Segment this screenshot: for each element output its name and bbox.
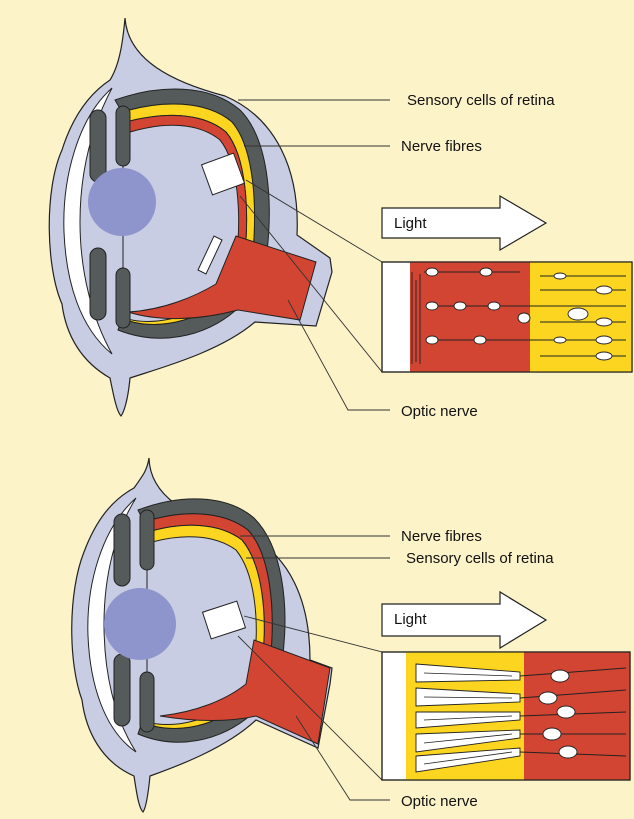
- top-retina-inset: [382, 262, 632, 372]
- top-iris-upper-left: [90, 110, 106, 182]
- top-iris-lower-right: [116, 268, 130, 328]
- bottom-label-sensory-cells: Sensory cells of retina: [406, 551, 554, 566]
- bottom-retina-inset: [382, 652, 630, 780]
- bottom-iris-lower-right: [140, 672, 154, 732]
- bottom-label-optic-nerve: Optic nerve: [401, 794, 478, 809]
- bottom-label-nerve-fibres: Nerve fibres: [401, 529, 482, 544]
- bottom-iris-upper-right: [140, 510, 154, 570]
- bottom-iris-upper-left: [114, 514, 130, 586]
- bottom-iris-lower-left: [114, 654, 130, 726]
- top-label-sensory-cells: Sensory cells of retina: [407, 93, 555, 108]
- top-label-nerve-fibres: Nerve fibres: [401, 139, 482, 154]
- top-eye: [49, 18, 332, 416]
- bottom-label-light: Light: [394, 612, 427, 627]
- top-label-light: Light: [394, 216, 427, 231]
- bottom-eye: [72, 458, 332, 812]
- top-iris-upper-right: [116, 106, 130, 166]
- bottom-lens: [104, 588, 176, 660]
- top-lens: [88, 168, 156, 236]
- top-iris-lower-left: [90, 248, 106, 320]
- top-label-optic-nerve: Optic nerve: [401, 404, 478, 419]
